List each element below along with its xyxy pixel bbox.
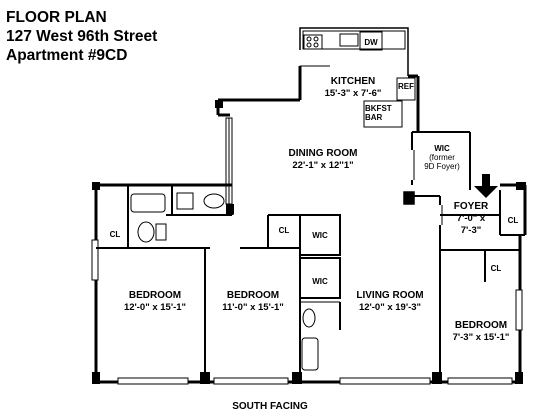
cl-bath-label: CL [109,230,121,239]
bedroom-2-name: BEDROOM [226,290,280,301]
foyer-dims-2: 7'-3" [460,225,482,236]
ref-label: REF [398,82,414,91]
sink [339,33,359,47]
bathtub [130,193,166,213]
bedroom-2-dims: 11'-0" x 15'-1" [222,302,284,313]
breakfast-bar [363,100,403,128]
toilet-2 [176,192,194,210]
bedroom-3-name: BEDROOM [454,320,508,331]
wic-former-line-1: WIC [434,144,450,153]
bedroom-3-label: BEDROOM 7'-3" x 15'-1" [444,320,518,344]
wic-b-label: WIC [312,277,328,286]
toilet-3 [302,308,316,328]
foyer-label: FOYER 7'-0" x 7'-3" [444,201,498,237]
entrance-arrow-stem [482,174,490,186]
cl-foyer-label: CL [507,216,519,225]
wic-former-label: WIC (former 9D Foyer) [414,144,470,171]
plan-header: FLOOR PLAN 127 West 96th Street Apartmen… [6,8,157,65]
bedroom-1-label: BEDROOM 12'-0" x 15'-1" [110,290,200,314]
dishwasher [359,31,383,51]
kitchen-dims: 15'-3" x 7'-6" [324,88,382,99]
south-facing-label: SOUTH FACING [232,401,308,412]
bathtub-3 [301,337,319,371]
kitchen-wall [299,27,409,76]
foyer-name: FOYER [453,201,489,212]
living-room-label: LIVING ROOM 12'-0" x 19'-3" [344,290,436,314]
wic-former-line-2: (former [429,153,455,162]
kitchen-counter [302,30,406,50]
dw-label: DW [364,38,378,47]
dining-room-dims: 22'-1" x 12''1" [292,160,354,171]
sink-2 [203,193,225,209]
entrance-arrow-head [474,186,498,198]
toilet [137,221,155,243]
bkfst-line-1: BKFST [365,104,392,113]
bedroom-3-dims: 7'-3" x 15'-1" [452,332,510,343]
plan-title: FLOOR PLAN [6,9,107,26]
plan-address: 127 West 96th Street [6,28,158,45]
kitchen-name: KITCHEN [330,76,376,87]
foyer-dims-1: 7'-0" x [456,213,486,224]
stove [303,34,323,50]
bedroom-2-label: BEDROOM 11'-0" x 15'-1" [208,290,298,314]
cl-mid-label: CL [278,226,290,235]
wic-a-label: WIC [312,231,328,240]
kitchen-label: KITCHEN 15'-3" x 7'-6" [313,76,393,100]
bedroom-1-dims: 12'-0" x 15'-1" [123,302,187,313]
dining-room-label: DINING ROOM 22'-1" x 12''1" [268,148,378,172]
cl-br3-label: CL [490,264,502,273]
bkfst-line-2: BAR [365,113,383,122]
dining-room-name: DINING ROOM [288,148,358,159]
bkfst-bar-label: BKFST BAR [365,104,401,122]
wic-former-line-3: 9D Foyer) [424,162,460,171]
living-room-name: LIVING ROOM [356,290,424,301]
refrigerator [396,77,416,101]
bedroom-1-name: BEDROOM [128,290,182,301]
plan-apartment: Apartment #9CD [6,47,128,64]
living-room-dims: 12'-0" x 19'-3" [358,302,422,313]
